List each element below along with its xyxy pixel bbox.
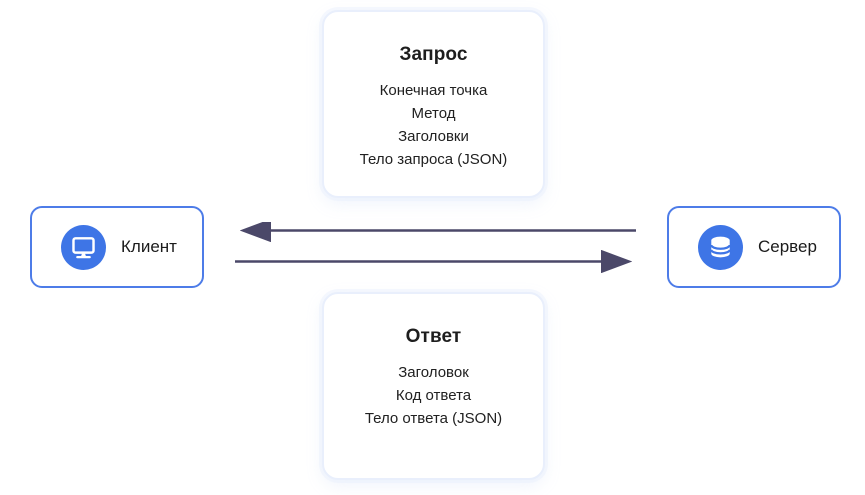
response-card: Ответ Заголовок Код ответа Тело ответа (… [322,292,545,480]
client-node: Клиент [30,206,204,288]
request-card-title: Запрос [399,44,468,65]
request-item: Тело запроса (JSON) [359,151,508,168]
request-item: Заголовки [398,128,469,145]
response-card-items: Заголовок Код ответа Тело ответа (JSON) [365,361,502,430]
request-card-items: Конечная точка Метод Заголовки Тело запр… [360,79,508,171]
response-item: Заголовок [398,364,469,381]
monitor-icon [61,224,106,270]
response-item: Код ответа [395,387,472,404]
response-card-title: Ответ [405,326,462,347]
request-card: Запрос Конечная точка Метод Заголовки Те… [322,10,545,198]
database-icon [698,224,743,270]
server-node: Сервер [667,206,841,288]
request-item: Конечная точка [379,82,488,99]
client-label: Клиент [121,237,177,256]
arrows-layer [235,222,636,274]
server-label: Сервер [758,237,817,256]
response-item: Тело ответа (JSON) [364,410,503,427]
request-item: Метод [411,105,456,122]
